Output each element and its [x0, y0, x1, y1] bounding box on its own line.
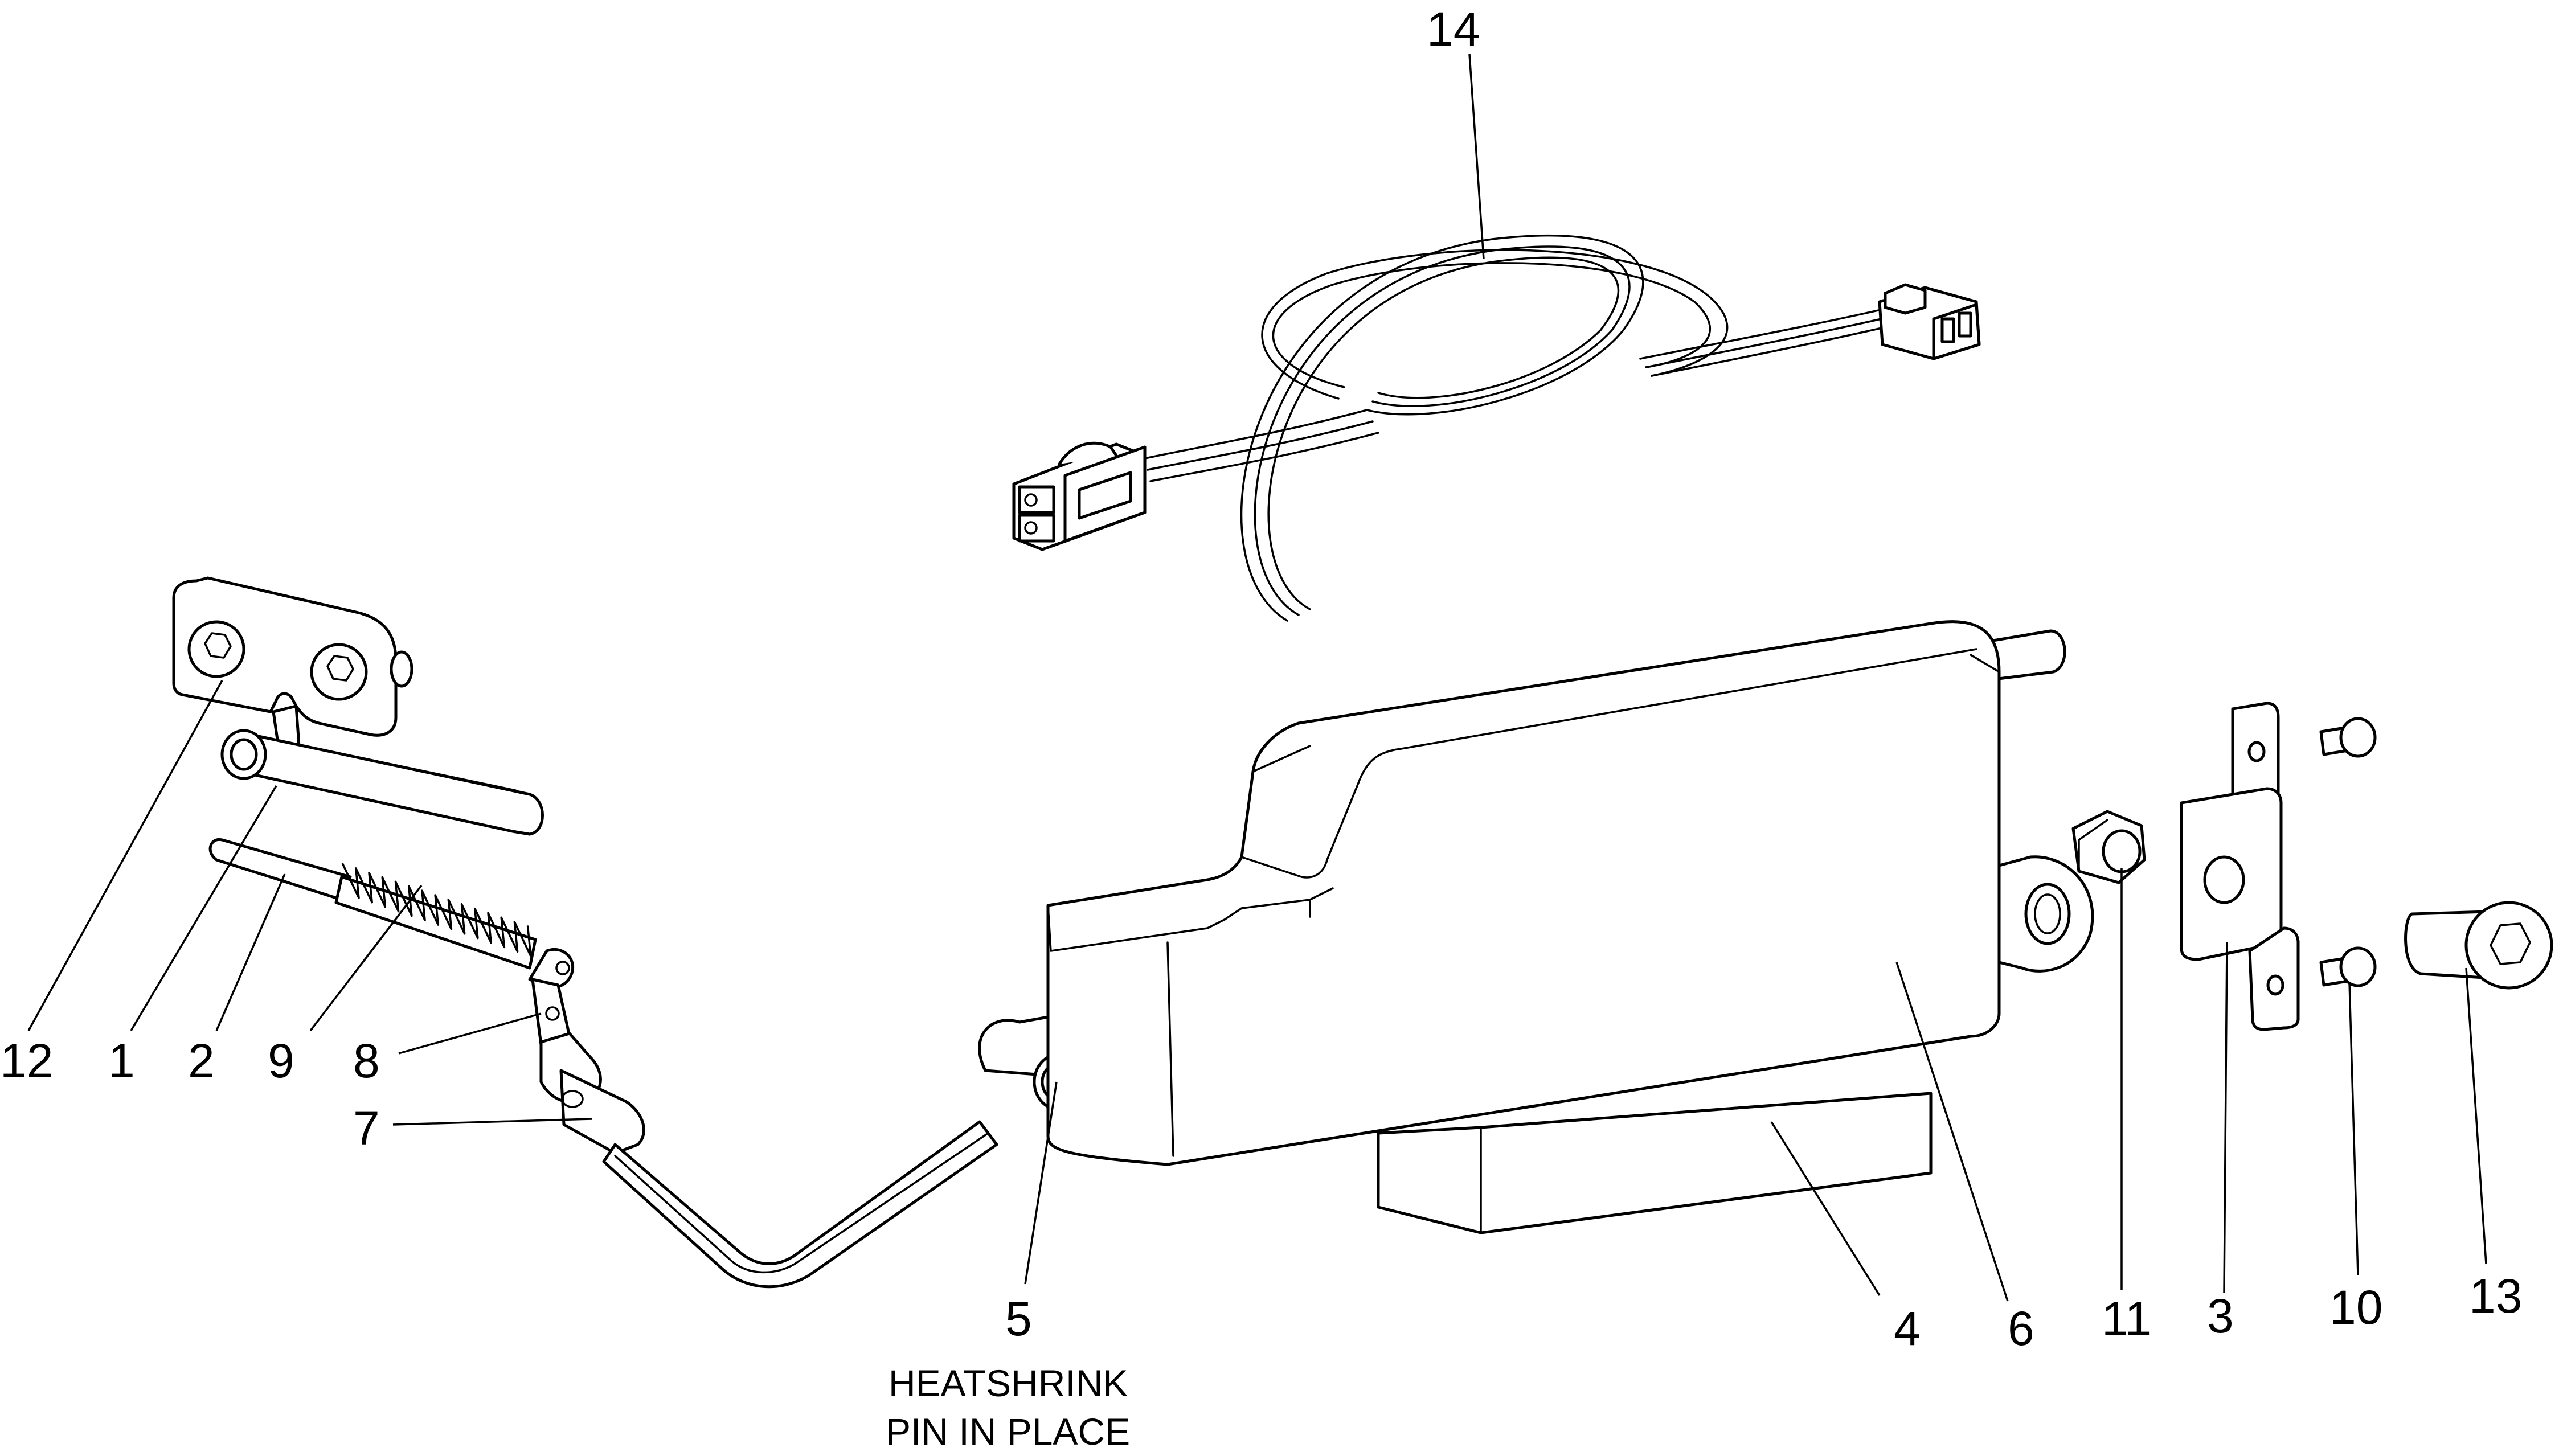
callout-2: 2 — [188, 1034, 215, 1088]
hex-nut — [2071, 810, 2146, 884]
callout-7: 7 — [353, 1101, 380, 1155]
callout-8: 8 — [353, 1034, 380, 1088]
small-screws — [2319, 717, 2377, 987]
callout-9: 9 — [268, 1034, 294, 1088]
callout-10: 10 — [2329, 1281, 2382, 1334]
callout-12: 12 — [0, 1034, 53, 1088]
mounting-bracket — [172, 576, 413, 753]
actuator-body — [1046, 620, 2094, 1234]
note-pin-in-place: PIN IN PLACE — [886, 1410, 1130, 1453]
callout-11: 11 — [2102, 1292, 2151, 1346]
callout-4: 4 — [1894, 1302, 1921, 1355]
mounting-plates — [2180, 702, 2300, 1031]
callout-5: 5 — [1005, 1292, 1032, 1346]
rod-and-spring — [208, 838, 537, 970]
tube — [220, 729, 544, 836]
clevis-rod-end — [528, 948, 998, 1289]
right-connector — [1878, 283, 1981, 360]
note-heatshrink: HEATSHRINK — [889, 1362, 1128, 1404]
cap-screw — [2404, 901, 2553, 990]
bracket-screw-left — [187, 620, 245, 678]
bracket-screw-right — [310, 643, 368, 701]
callout-13: 13 — [2469, 1269, 2522, 1323]
leader-lines — [27, 54, 2487, 1302]
wiring-harness — [1012, 234, 1981, 622]
callout-1: 1 — [108, 1034, 135, 1088]
callout-6: 6 — [2008, 1302, 2034, 1355]
callout-14: 14 — [1427, 2, 1480, 56]
callout-3: 3 — [2207, 1289, 2234, 1343]
left-connector — [1012, 441, 1147, 551]
